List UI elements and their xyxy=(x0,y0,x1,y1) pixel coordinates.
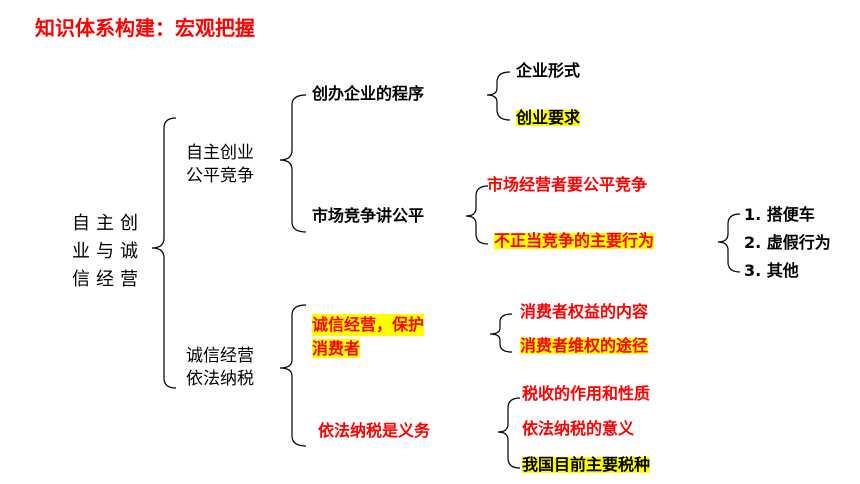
entrepreneurship-bracket xyxy=(279,94,307,233)
integrity-tax-bracket xyxy=(279,304,307,447)
tax-duty-bracket xyxy=(497,397,521,469)
node-enterprise-form: 企业形式 xyxy=(516,61,581,80)
node-tax-duty: 依法纳税是义务 xyxy=(318,421,431,440)
node-consumer-rights-content: 消费者权益的内容 xyxy=(520,302,649,321)
root-node: 自主创 业与诚 信经营 xyxy=(72,210,144,294)
root-line-2: 业与诚 xyxy=(72,240,144,262)
node-startup-procedure: 创办企业的程序 xyxy=(312,84,425,103)
node-tax-role-nature: 税收的作用和性质 xyxy=(522,384,651,403)
node-unfair-competition-behaviors: 不正当竞争的主要行为 xyxy=(494,231,655,250)
node-tax-significance: 依法纳税的意义 xyxy=(522,419,635,438)
fair-competition-bracket xyxy=(465,185,489,245)
node-integrity-consumers: 诚信经营，保护 消费者 xyxy=(312,314,425,359)
entrepreneurship-line-1: 自主创业 xyxy=(186,143,254,163)
node-main-tax-types: 我国目前主要税种 xyxy=(522,455,651,474)
integrity-line-2: 依法纳税 xyxy=(186,368,254,389)
node-operators-fair-competition: 市场经营者要公平竞争 xyxy=(487,175,648,194)
node-entrepreneurship-fair-competition: 自主创业 公平竞争 xyxy=(186,142,254,188)
procedure-bracket xyxy=(486,71,511,121)
node-consumer-rights-ways: 消费者维权的途径 xyxy=(520,336,649,355)
node-integrity-tax: 诚信经营 依法纳税 xyxy=(186,345,254,391)
root-bracket xyxy=(151,117,177,389)
node-false-behavior: 2. 虚假行为 xyxy=(744,233,831,252)
root-line-1: 自主创 xyxy=(72,213,144,234)
root-line-3: 信经营 xyxy=(72,268,144,290)
consumer-bracket xyxy=(489,313,513,353)
node-other: 3. 其他 xyxy=(744,261,799,280)
entrepreneurship-line-2: 公平竞争 xyxy=(186,165,254,186)
node-fair-market-competition: 市场竞争讲公平 xyxy=(312,206,425,225)
node-startup-requirements: 创业要求 xyxy=(516,108,581,127)
page-title: 知识体系构建：宏观把握 xyxy=(35,16,255,40)
integrity-consumers-line-1: 诚信经营，保护 xyxy=(312,314,425,336)
integrity-line-1: 诚信经营 xyxy=(186,346,254,366)
node-free-riding: 1. 搭便车 xyxy=(744,205,815,224)
integrity-consumers-line-2: 消费者 xyxy=(312,338,361,358)
unfair-competition-bracket xyxy=(717,213,741,273)
